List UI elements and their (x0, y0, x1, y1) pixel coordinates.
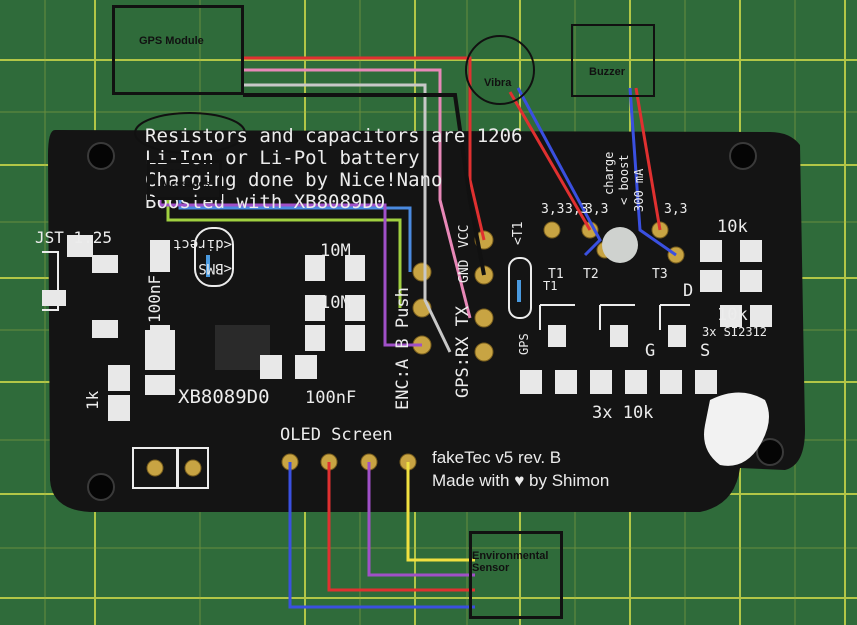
silk-vcc: VCC (457, 225, 472, 248)
silk-xb8089: XB8089D0 (178, 386, 270, 408)
silk-bms: <BMS (198, 260, 232, 276)
gps-module-box: GPS Module (112, 5, 244, 95)
silk-line1: Resistors and capacitors are 1206 (145, 125, 523, 147)
silk-10m-b: 10M (320, 293, 351, 313)
t1-selector-mark (517, 280, 521, 302)
silk-1k: 1k (83, 390, 102, 410)
silk-33b: 3,3 (565, 202, 588, 217)
silk-33d: 3,3 (664, 202, 687, 217)
pcb-board (48, 130, 805, 512)
silk-direct: <direct (173, 236, 232, 252)
wire-overlays (158, 56, 677, 609)
silkscreen-text: Resistors and capacitors are 1206 Li-Ion… (35, 125, 767, 445)
silk-g: G (645, 341, 655, 361)
buzzer-box: Buzzer (571, 24, 655, 97)
silk-boost: < boost (617, 154, 631, 205)
gps-module-label: GPS Module (139, 35, 204, 47)
canned-messages-label: Canned Messages (162, 167, 210, 190)
silk-credits: fakeTec v5 rev. B Made with ♥ by Shimon (432, 448, 609, 490)
silk-t1-arrow: <T1 (511, 222, 526, 245)
silk-10m-a: 10M (320, 241, 351, 261)
silk-gps-small: GPS (517, 333, 531, 355)
smd-pads (42, 240, 772, 421)
silk-t3: T3 (652, 267, 668, 282)
silk-100nf-bottom: 100nF (305, 388, 356, 408)
silk-line4: Boosted with XB8089D0 (145, 191, 385, 213)
silk-charge: charge (602, 152, 616, 195)
silk-t-sel: T1 (543, 279, 557, 293)
silk-s: S (700, 341, 710, 361)
silk-33c: 3,3 (585, 202, 608, 217)
silk-300ma: 300 mA (632, 168, 646, 212)
silkscreen-shapes (42, 227, 690, 489)
silk-100nf-left: 100nF (145, 275, 164, 323)
silk-10k-b: 10k (717, 305, 748, 325)
silk-d: D (683, 281, 693, 301)
vibra-label: Vibra (484, 77, 512, 89)
buzzer-label: Buzzer (589, 66, 626, 78)
hole-glare (602, 227, 638, 263)
silk-jst: JST 1.25 (35, 228, 112, 247)
silk-t2: T2 (583, 267, 599, 282)
silk-33a: 3,3 (541, 202, 564, 217)
silk-gnd: GND (457, 259, 472, 283)
vibra-circle (465, 35, 535, 105)
silk-3x10k: 3x 10k (592, 403, 653, 423)
silk-gps: GPS:RX TX (453, 305, 473, 398)
jst-pad (67, 235, 93, 257)
silk-enc: ENC:A B Push (393, 287, 413, 410)
silk-oled: OLED Screen (280, 425, 393, 445)
silk-t1: T1 (548, 267, 564, 282)
silk-made-with: Made with ♥ by Shimon (432, 471, 609, 490)
silk-line2: Li-Ion or Li-Pol battery (145, 147, 420, 169)
silk-faketec: fakeTec v5 rev. B (432, 448, 561, 467)
shimon-logo (704, 392, 769, 466)
handwritten-circle (134, 112, 246, 154)
environmental-sensor-box: Environmental Sensor (469, 531, 563, 619)
bms-selector-mark (206, 255, 210, 277)
canned-messages-box: Canned Messages (147, 160, 222, 200)
silk-10k-a: 10k (717, 217, 748, 237)
silk-si2312: 3x SI2312 (702, 325, 767, 339)
environmental-sensor-label: Environmental Sensor (472, 550, 549, 574)
mounting-holes (87, 142, 784, 501)
